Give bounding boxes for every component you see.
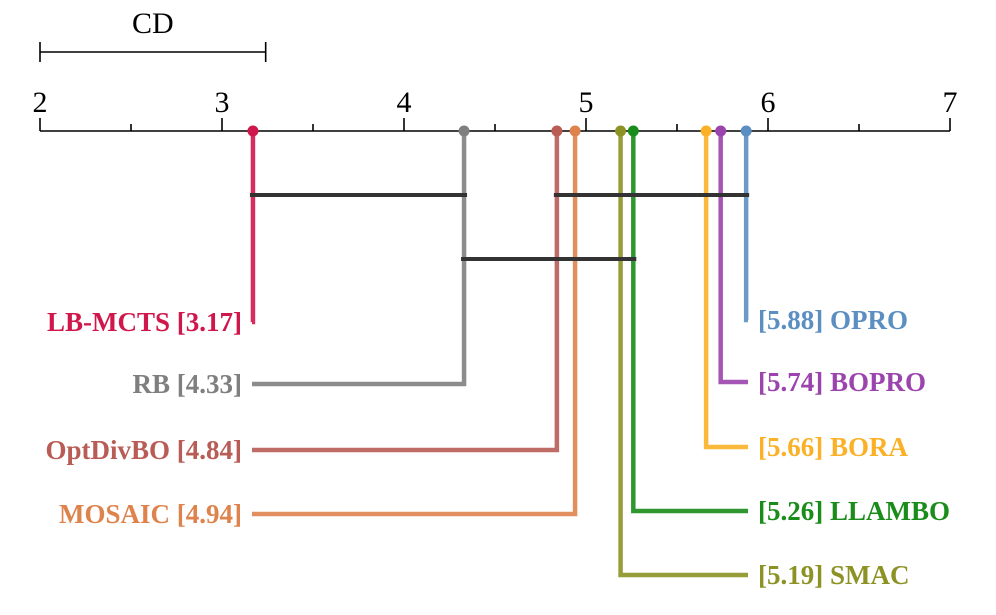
rank-marker xyxy=(715,125,727,137)
rank-marker xyxy=(700,125,712,137)
method-line xyxy=(252,131,560,453)
cd-label: CD xyxy=(132,7,174,40)
method-bopro: [5.74] BOPRO xyxy=(715,125,926,397)
method-line xyxy=(618,131,748,578)
method-lines: LB-MCTS [3.17] RB [4.33] OptDivBO [4.84] MO… xyxy=(45,125,950,590)
rank-marker xyxy=(740,125,752,137)
method-label: [5.26] LLAMBO xyxy=(758,496,950,526)
tick-label: 2 xyxy=(33,86,48,119)
method-line xyxy=(252,131,467,387)
method-label: [5.19] SMAC xyxy=(758,560,909,590)
tick-label: 6 xyxy=(761,86,776,119)
method-label: OptDivBO [4.84] xyxy=(45,435,242,465)
rank-marker xyxy=(569,125,581,137)
method-line xyxy=(743,131,749,323)
method-line xyxy=(250,131,256,325)
tick-label: 5 xyxy=(579,86,594,119)
clique-bars xyxy=(249,193,750,261)
rank-marker xyxy=(247,125,259,137)
rank-marker xyxy=(458,125,470,137)
rank-marker xyxy=(615,125,627,137)
method-bora: [5.66] BORA xyxy=(700,125,908,462)
method-line xyxy=(631,131,748,514)
method-line xyxy=(718,131,748,385)
method-smac: [5.19] SMAC xyxy=(615,125,909,590)
method-label: [5.88] OPRO xyxy=(758,305,908,335)
rank-marker xyxy=(627,125,639,137)
method-line xyxy=(252,131,578,517)
tick-label: 4 xyxy=(397,86,412,119)
method-label: [5.74] BOPRO xyxy=(758,367,926,397)
method-label: LB-MCTS [3.17] xyxy=(47,307,242,337)
method-line xyxy=(703,131,748,450)
method-lb-mcts: LB-MCTS [3.17] xyxy=(47,125,259,337)
method-label: MOSAIC [4.94] xyxy=(59,499,242,529)
method-rb: RB [4.33] xyxy=(133,125,470,399)
critical-difference-bar: CD xyxy=(39,7,267,62)
method-optdivbo: OptDivBO [4.84] xyxy=(45,125,563,465)
method-label: [5.66] BORA xyxy=(758,432,908,462)
rank-marker xyxy=(551,125,563,137)
method-opro: [5.88] OPRO xyxy=(740,125,908,335)
method-label: RB [4.33] xyxy=(133,369,243,399)
tick-label: 3 xyxy=(215,86,230,119)
tick-label: 7 xyxy=(943,86,958,119)
rank-axis: 2 3 4 5 6 7 xyxy=(33,86,958,132)
